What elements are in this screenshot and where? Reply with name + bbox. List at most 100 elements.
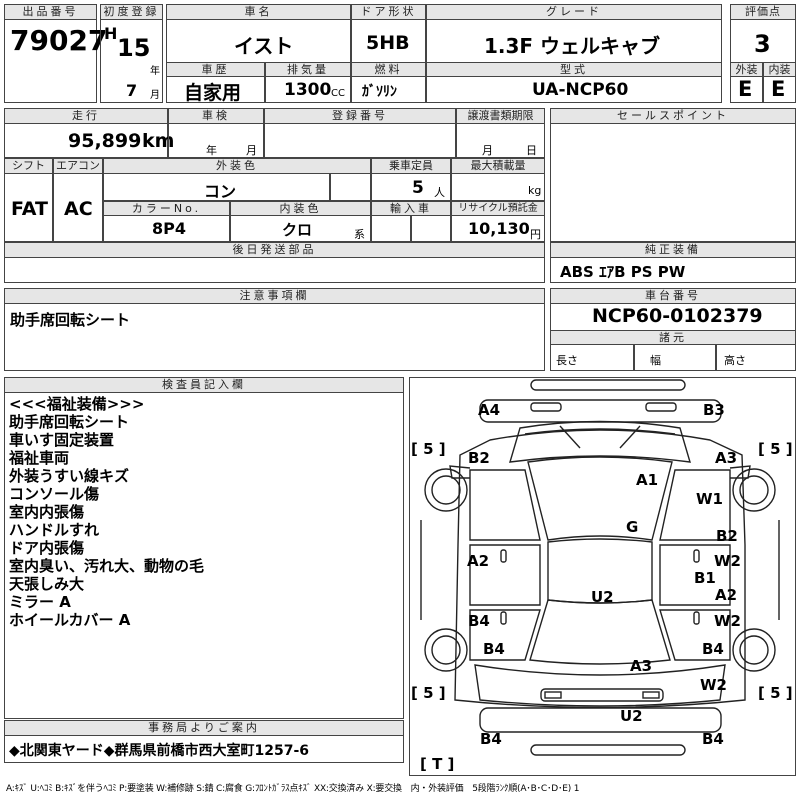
score-label: 評価点	[730, 4, 796, 20]
intcolor-unit: 系	[354, 228, 365, 241]
damage-mark: A1	[636, 471, 659, 489]
reg-year-unit: 年	[150, 66, 160, 77]
damage-mark: B1	[694, 569, 716, 587]
reg-era: H	[104, 24, 118, 43]
mileage-cell	[4, 123, 168, 158]
height-label: 高さ	[724, 354, 746, 367]
damage-diagram-frame	[409, 377, 796, 776]
model-value: UA-NCP60	[532, 80, 629, 100]
door-value: 5HB	[366, 32, 410, 54]
door-label: ドア形状	[351, 4, 426, 20]
intcolor-cell	[230, 215, 371, 242]
transfer-day-unit: 日	[526, 144, 537, 157]
inspector-line: 室内内張傷	[9, 503, 85, 521]
color-cell-2	[330, 173, 371, 201]
transfer-cell	[456, 123, 545, 158]
inspector-notes: <<<福祉装備>>> 助手席回転シート 車いす固定装置 福祉車両 外装うすい線キ…	[9, 395, 399, 629]
lot-number: 79027	[10, 24, 108, 57]
inspector-line: ミラー A	[9, 593, 71, 611]
history-cell	[166, 76, 265, 103]
recycle-unit: 円	[530, 228, 541, 241]
notes-label: 注意事項欄	[4, 288, 545, 304]
inspector-label: 検査員記入欄	[4, 377, 404, 393]
inspector-line: 外装うすい線キズ	[9, 467, 130, 485]
intcolor-value: クロ	[282, 221, 313, 239]
inspector-cell	[4, 392, 404, 719]
damage-mark: B3	[703, 401, 725, 419]
damage-mark: B4	[702, 730, 724, 748]
width-cell	[634, 344, 716, 371]
score-value: 3	[754, 30, 771, 58]
load-cell	[451, 173, 545, 201]
damage-mark: B4	[483, 640, 505, 658]
grade-label: グレード	[426, 4, 722, 20]
inspector-line: ハンドルすれ	[9, 521, 100, 539]
ext-cell	[730, 76, 763, 103]
ext-label: 外装	[730, 62, 763, 77]
cap-label: 乗車定員	[371, 158, 451, 174]
import-cell-1	[371, 215, 411, 242]
notes-value: 助手席回転シート	[10, 311, 131, 329]
office-value: ◆北関東ヤード◆群馬県前橋市西大室町1257-6	[9, 743, 310, 759]
recycle-label: リサイクル預託金	[451, 201, 545, 216]
cap-value: 5	[412, 178, 424, 198]
damage-mark: W2	[714, 612, 741, 630]
office-label: 事務局よりご案内	[4, 720, 404, 736]
width-label: 幅	[650, 354, 661, 367]
cap-unit: 人	[434, 186, 445, 199]
tire-rear-right: [ 5 ]	[758, 684, 793, 702]
colorno-cell	[103, 215, 230, 242]
chassis-value: NCP60-0102379	[592, 305, 763, 327]
disp-unit: cc	[331, 88, 345, 99]
int-value: E	[771, 77, 786, 101]
damage-mark: B2	[716, 527, 738, 545]
later-cell	[4, 257, 545, 283]
ac-value: AC	[64, 198, 93, 220]
equip-cell	[550, 257, 796, 283]
inspector-line: 助手席回転シート	[9, 413, 130, 431]
inspector-line: 天張しみ大	[9, 575, 85, 593]
tire-front-left: [ 5 ]	[411, 440, 446, 458]
inspect-cell	[168, 123, 264, 158]
transfer-label: 譲渡書類期限	[456, 108, 545, 124]
car-damage-diagram	[420, 379, 780, 756]
inspect-year-unit: 年	[206, 144, 217, 157]
mileage-label: 走行	[4, 108, 168, 124]
equip-label: 純正装備	[550, 242, 796, 258]
damage-mark: B4	[480, 730, 502, 748]
color-value: コン	[204, 182, 237, 201]
damage-mark: W2	[700, 676, 727, 694]
inspect-label: 車検	[168, 108, 264, 124]
load-unit: kg	[528, 184, 542, 197]
model-label: 型式	[426, 62, 722, 77]
car-name: イスト	[234, 34, 294, 58]
fuel-label: 燃料	[351, 62, 426, 77]
color-cell	[103, 173, 330, 201]
reg-month-unit: 月	[150, 90, 160, 101]
inspector-line: ホイールカバー A	[9, 611, 131, 629]
reg-label: 初度登録	[100, 4, 163, 20]
damage-mark: A2	[715, 586, 738, 604]
tire-front-right: [ 5 ]	[758, 440, 793, 458]
model-cell	[426, 76, 722, 103]
damage-mark: A3	[630, 657, 653, 675]
load-label: 最大積載量	[451, 158, 545, 174]
damage-mark: B4	[702, 640, 724, 658]
import-cell-2	[411, 215, 451, 242]
colorno-label: カラーNo.	[103, 201, 230, 216]
inspector-line: 福祉車両	[9, 449, 70, 467]
inspector-line: 室内臭い、汚れ大、動物の毛	[9, 557, 205, 575]
damage-mark: U2	[620, 707, 643, 725]
height-cell	[716, 344, 796, 371]
equip-value: ABS ｴｱB PS PW	[560, 263, 686, 281]
color-label: 外装色	[103, 158, 371, 174]
reg-month: 7	[126, 81, 138, 100]
name-label: 車名	[166, 4, 351, 20]
sales-cell	[550, 123, 796, 242]
damage-mark: A2	[467, 552, 490, 570]
mileage-unit: km	[142, 130, 175, 152]
history-value: 自家用	[184, 82, 242, 104]
reg-year: 15	[117, 34, 151, 62]
colorno-value: 8P4	[152, 219, 186, 238]
later-label: 後日発送部品	[4, 242, 545, 258]
